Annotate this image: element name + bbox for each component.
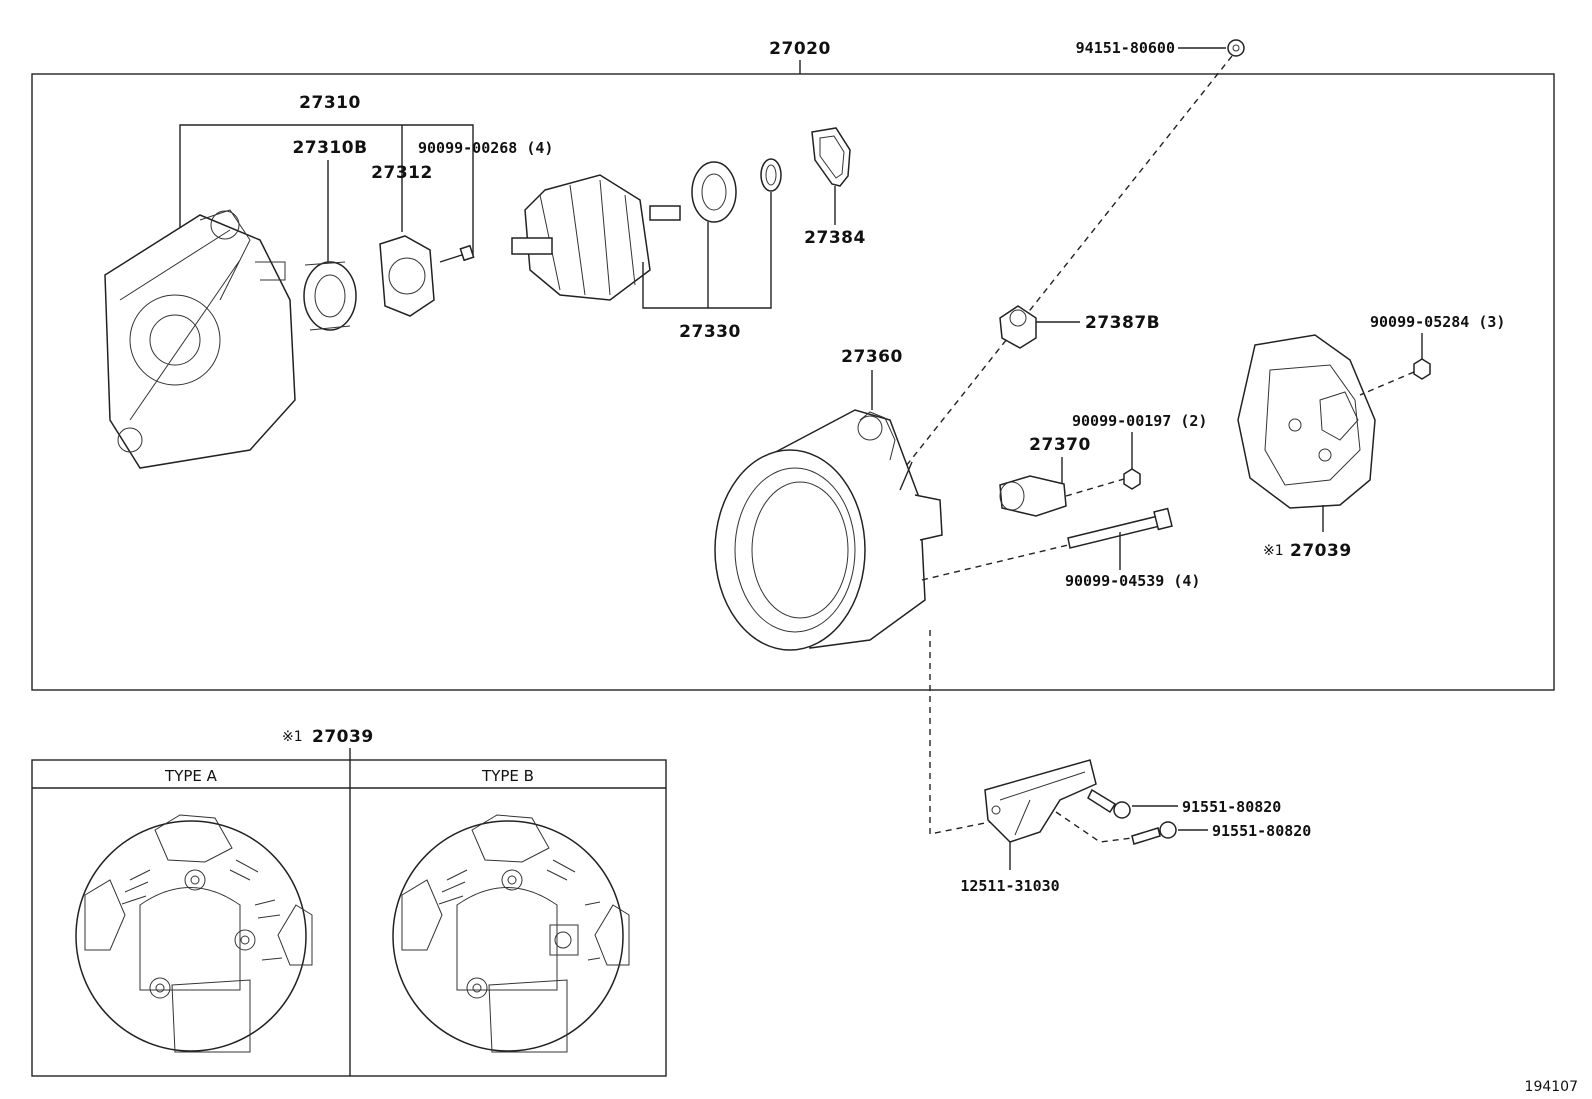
clip-top-part [1227, 39, 1245, 57]
screw-90099-00268 [439, 244, 475, 263]
label-bolt-b: 91551-80820 [1212, 822, 1311, 840]
label-inset-prefix: ※1 [282, 729, 303, 745]
terminal-27387b [999, 305, 1037, 349]
label-type-b: TYPE B [481, 767, 534, 785]
regulator-27370 [999, 475, 1067, 517]
cover-27384 [811, 127, 851, 187]
washer-27330 [760, 158, 782, 192]
cover-type-b [392, 814, 630, 1053]
drawing-id: 194107 [1525, 1079, 1578, 1095]
label-regulator: 27370 [1029, 435, 1091, 455]
label-terminal-27387b: 27387B [1085, 313, 1160, 333]
drive-end-frame [104, 209, 296, 469]
label-bracket: 12511-31030 [960, 877, 1059, 895]
bolt-90099-04539 [1067, 507, 1173, 549]
bearing-27330 [691, 161, 737, 223]
stator-housing-27360 [714, 409, 943, 651]
label-bolt-04539: 90099-04539 (4) [1065, 572, 1200, 590]
label-bolt-a: 91551-80820 [1182, 798, 1281, 816]
end-cover-27039 [1237, 334, 1376, 509]
nut-90099-05284 [1413, 358, 1431, 380]
bolt-91551-80820-a [1087, 788, 1131, 819]
label-end-cover: 27039 [1290, 541, 1352, 561]
label-cover-27384: 27384 [804, 228, 866, 248]
label-assembly: 27020 [769, 39, 831, 59]
label-end-cover-prefix: ※1 [1263, 543, 1284, 559]
label-nut-05284: 90099-05284 (3) [1370, 313, 1505, 331]
rotor-27330 [511, 174, 681, 301]
label-frame-b: 27310B [292, 138, 367, 158]
label-rotor: 27330 [679, 322, 741, 342]
label-stator: 27360 [841, 347, 903, 367]
bolt-91551-80820-b [1131, 821, 1177, 845]
label-nut-00197: 90099-00197 (2) [1072, 412, 1207, 430]
nut-90099-00197 [1123, 468, 1141, 490]
retainer-plate-27312 [379, 235, 435, 317]
label-inset-title: 27039 [312, 727, 374, 747]
assembly-border [31, 73, 1555, 691]
bearing-27310b [303, 261, 357, 331]
inset-border [31, 759, 667, 1077]
label-plate: 27312 [371, 163, 433, 183]
label-frame: 27310 [299, 93, 361, 113]
label-screw-268: 90099-00268 (4) [418, 139, 553, 157]
bracket-12511-31030 [984, 759, 1097, 843]
cover-type-a [75, 814, 313, 1053]
label-clip-top: 94151-80600 [1076, 39, 1175, 57]
label-type-a: TYPE A [164, 767, 218, 785]
